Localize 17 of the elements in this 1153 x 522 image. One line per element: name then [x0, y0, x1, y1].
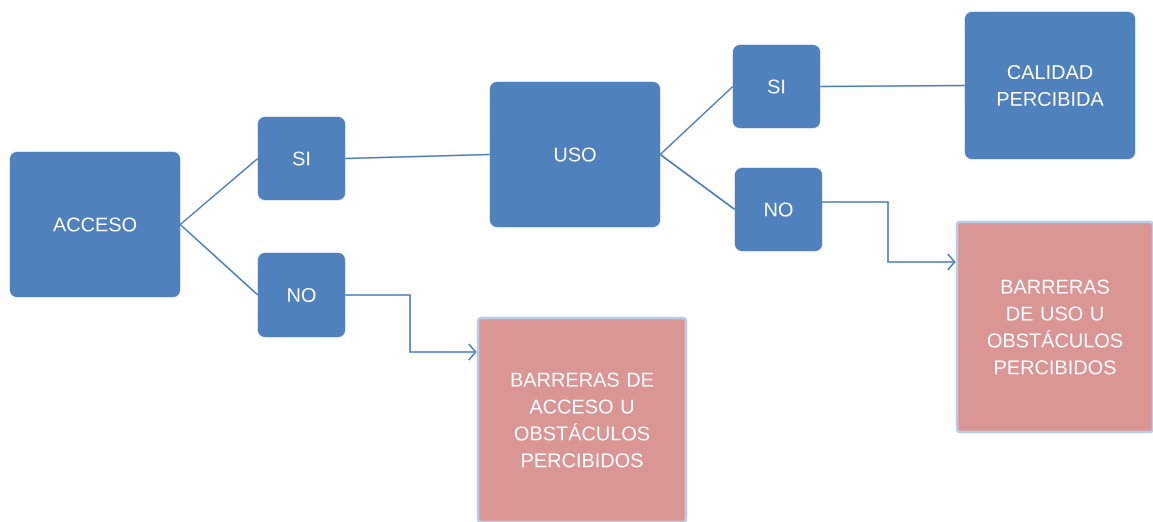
process-box: NO [734, 167, 823, 252]
process-box: NO [257, 252, 346, 338]
connector [819, 84, 966, 88]
connector [179, 223, 259, 296]
process-box: USO [489, 81, 661, 228]
connector [344, 294, 477, 361]
connector [179, 157, 259, 226]
connector [821, 201, 956, 271]
connector [659, 85, 734, 156]
connector [344, 153, 491, 160]
connector [659, 153, 736, 211]
outcome-box: BARRERAS DE USO U OBSTÁCULOS PERCIBIDOS [955, 220, 1153, 434]
process-box: ACCESO [9, 151, 181, 298]
process-box: SI [257, 116, 346, 201]
outcome-box: BARRERAS DE ACCESO U OBSTÁCULOS PERCIBIDOS [476, 316, 688, 522]
process-box: CALIDAD PERCIBIDA [964, 11, 1136, 160]
process-box: SI [732, 44, 821, 129]
